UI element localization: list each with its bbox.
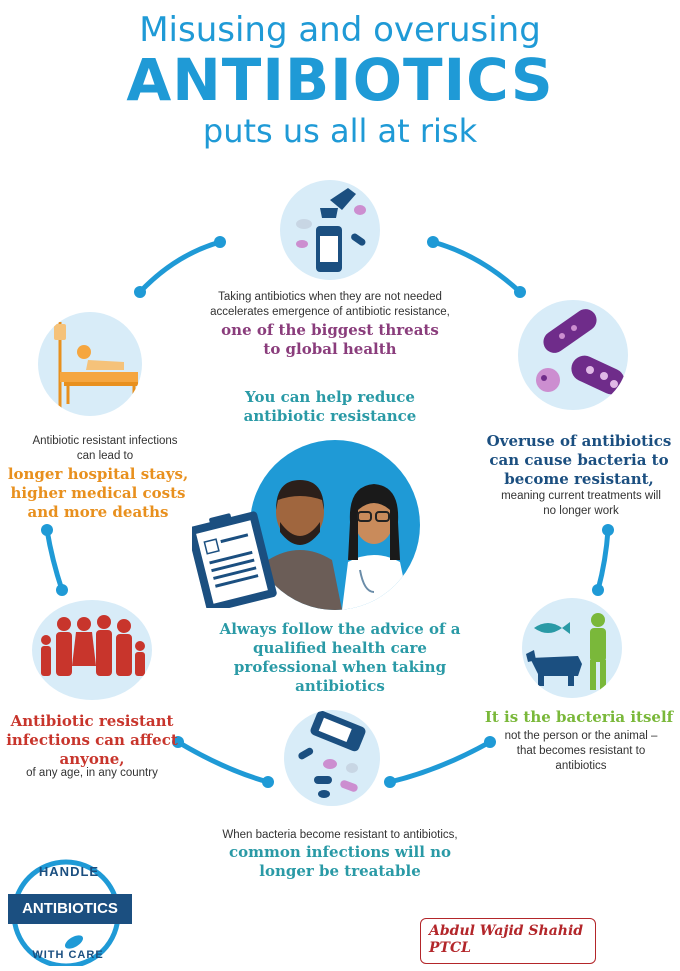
arc-right bbox=[595, 527, 611, 593]
signature-org: PTCL bbox=[429, 940, 471, 956]
bottom-highlight: common infections will no longer be trea… bbox=[228, 843, 452, 880]
arc-top-right bbox=[430, 239, 523, 295]
prescription-clipboard-icon bbox=[187, 508, 278, 613]
arc-left bbox=[44, 527, 65, 593]
signature-name: Abdul Wajid Shahid bbox=[429, 923, 584, 939]
handle-with-care-badge: HANDLE ANTIBIOTICS WITH CARE bbox=[4, 856, 136, 969]
fish-cow-person-icon bbox=[522, 598, 622, 698]
bottom-text: When bacteria become resistant to antibi… bbox=[222, 829, 458, 841]
signature-box: Abdul Wajid Shahid PTCL bbox=[420, 918, 596, 964]
bacteria-icon bbox=[518, 300, 628, 410]
spilled-pills-icon bbox=[284, 710, 380, 806]
right-top-text: meaning current treatments will no longe… bbox=[501, 490, 661, 517]
arc-bottom-left bbox=[175, 739, 271, 785]
center-help-text: You can help reduce antibiotic resistanc… bbox=[243, 388, 417, 425]
arc-top-left bbox=[137, 239, 223, 295]
people-group-icon bbox=[32, 600, 152, 700]
right-top-highlight: Overuse of antibiotics can cause bacteri… bbox=[486, 432, 672, 488]
hand-pills-icon bbox=[280, 180, 380, 280]
badge-middle: ANTIBIOTICS bbox=[22, 900, 118, 917]
top-text: Taking antibiotics when they are not nee… bbox=[210, 291, 450, 318]
header-title: ANTIBIOTICS bbox=[126, 46, 554, 114]
left-bottom-text: of any age, in any country bbox=[26, 767, 158, 779]
arc-bottom-right bbox=[387, 739, 493, 785]
badge-bottom: WITH CARE bbox=[32, 949, 104, 961]
right-bottom-highlight: It is the bacteria itself bbox=[484, 708, 674, 726]
badge-top: HANDLE bbox=[38, 864, 100, 879]
right-bottom-text: not the person or the animal – that beco… bbox=[504, 730, 658, 772]
left-top-highlight: longer hospital stays, higher medical co… bbox=[7, 465, 189, 521]
top-highlight: one of the biggest threats to global hea… bbox=[221, 321, 439, 358]
center-advice-text: Always follow the advice of a qualified … bbox=[219, 620, 461, 695]
header-line1: Misusing and overusing bbox=[139, 10, 541, 50]
header-line3: puts us all at risk bbox=[202, 112, 478, 150]
hospital-bed-icon bbox=[38, 312, 142, 416]
left-top-text: Antibiotic resistant infections can lead… bbox=[32, 435, 178, 462]
left-bottom-highlight: Antibiotic resistant infections can affe… bbox=[6, 712, 178, 768]
